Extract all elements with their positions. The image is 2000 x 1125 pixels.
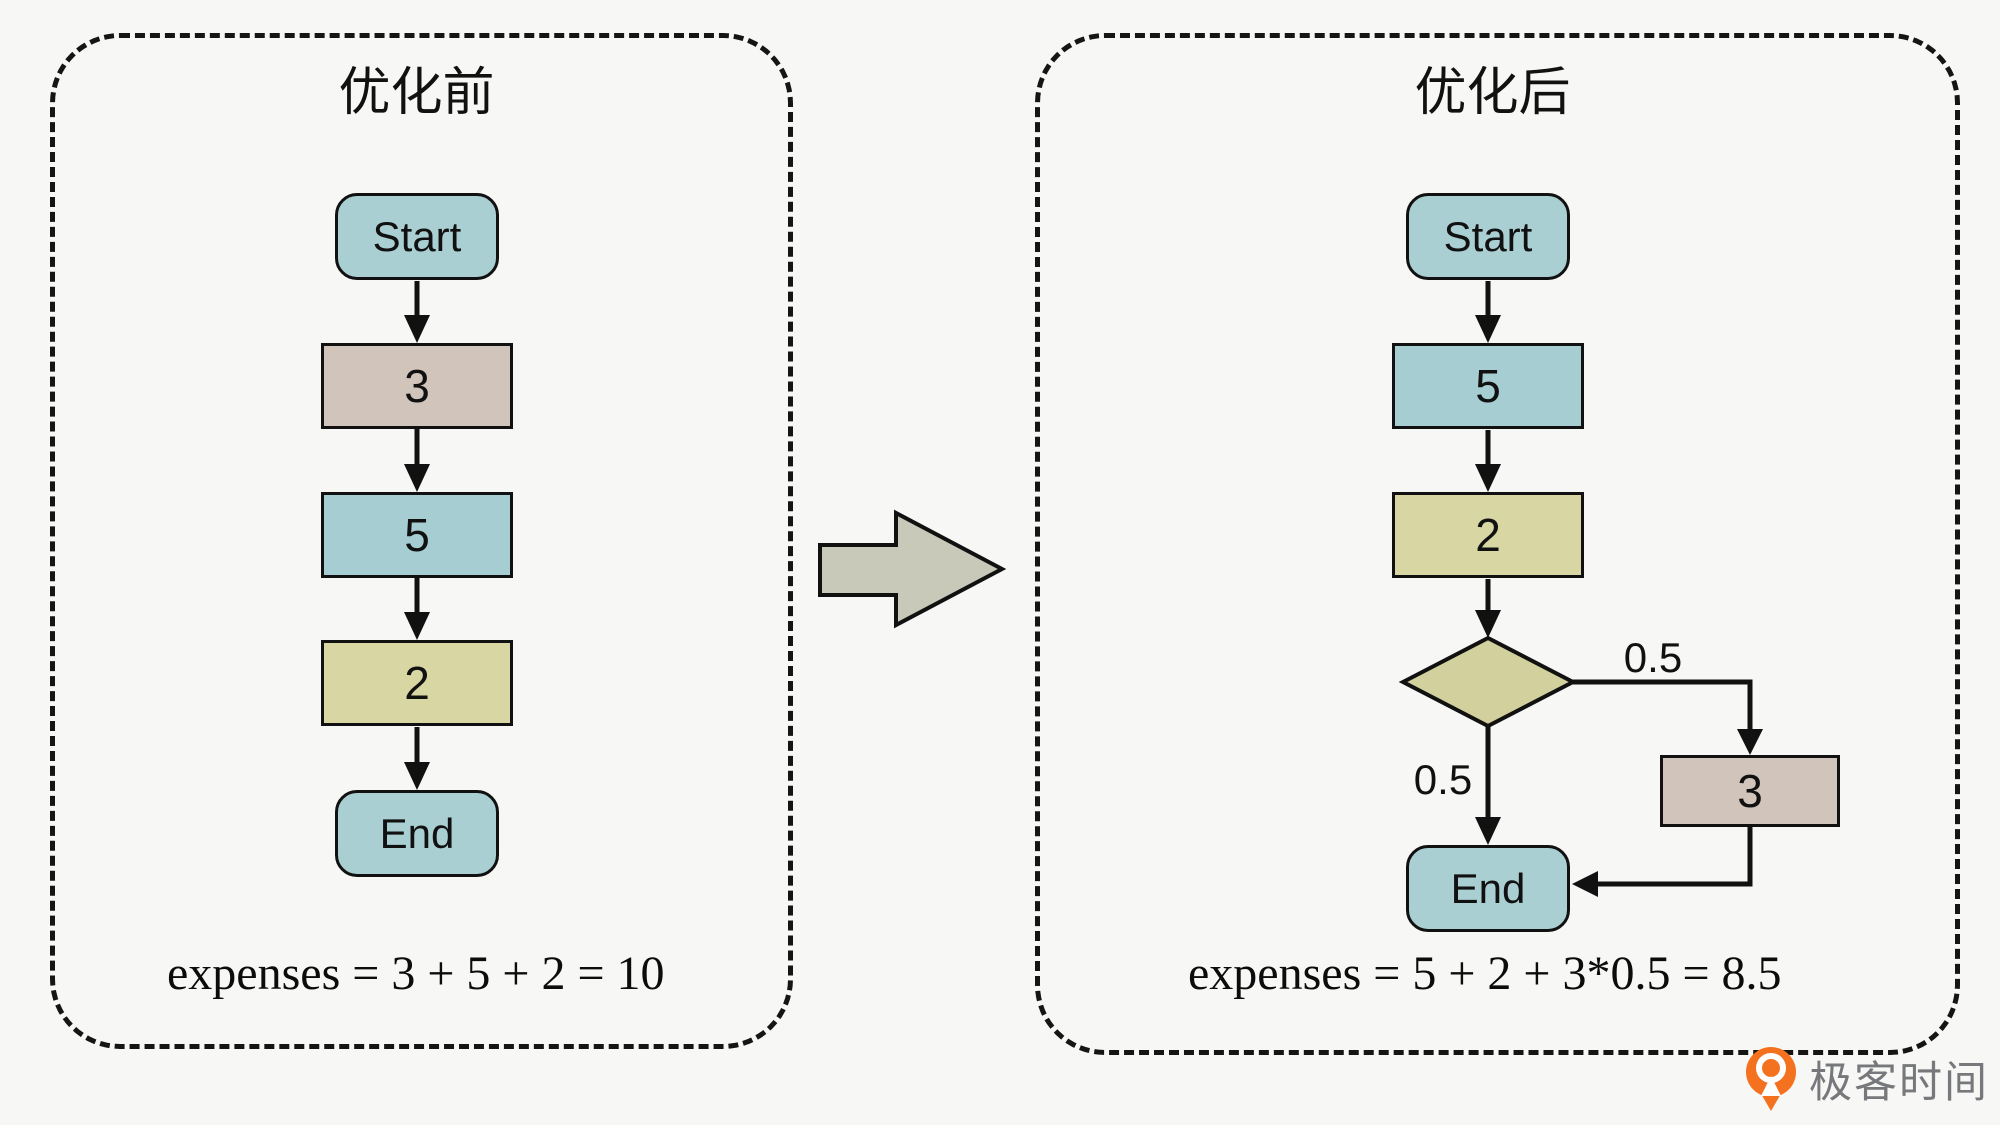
after-start-node: Start (1406, 193, 1570, 280)
after-step1-node: 5 (1392, 343, 1584, 429)
down-branch-probability-label: 0.5 (1413, 756, 1473, 803)
after-step2-label: 2 (1475, 509, 1501, 561)
geektime-brand-text: 极客时间 (1809, 1059, 1989, 1107)
before-start-label: Start (372, 212, 462, 260)
geektime-logo: 极客时间 (1745, 1046, 1989, 1112)
before-end-node: End (335, 790, 499, 877)
logo-pin-tail (1760, 1092, 1782, 1111)
before-end-label: End (379, 809, 455, 857)
logo-circle (1746, 1047, 1796, 1097)
before-step1-node: 3 (321, 343, 513, 429)
after-expenses-formula: expenses = 5 + 2 + 3*0.5 = 8.5 (1188, 947, 1782, 1000)
after-branch-step-node: 3 (1660, 755, 1840, 827)
before-expenses-formula: expenses = 3 + 5 + 2 = 10 (167, 947, 665, 1000)
right-branch-probability-label: 0.5 (1623, 634, 1683, 681)
before-step3-label: 2 (404, 657, 430, 709)
after-step2-node: 2 (1392, 492, 1584, 578)
before-step2-label: 5 (404, 509, 430, 561)
geektime-logo-icon (1746, 1047, 1796, 1111)
after-end-node: End (1406, 845, 1570, 932)
before-optimization-panel (50, 33, 793, 1049)
after-optimization-panel (1035, 33, 1960, 1055)
transform-arrow-icon (818, 509, 1007, 629)
after-branch-step-label: 3 (1737, 765, 1763, 817)
before-panel-title: 优化前 (338, 64, 495, 122)
before-step3-node: 2 (321, 640, 513, 726)
after-step1-label: 5 (1475, 360, 1501, 412)
after-end-label: End (1450, 864, 1526, 912)
after-start-label: Start (1443, 212, 1533, 260)
before-start-node: Start (335, 193, 499, 280)
before-step1-label: 3 (404, 360, 430, 412)
logo-body-wedge (1761, 1076, 1781, 1096)
after-panel-title: 优化后 (1414, 64, 1571, 122)
before-step2-node: 5 (321, 492, 513, 578)
